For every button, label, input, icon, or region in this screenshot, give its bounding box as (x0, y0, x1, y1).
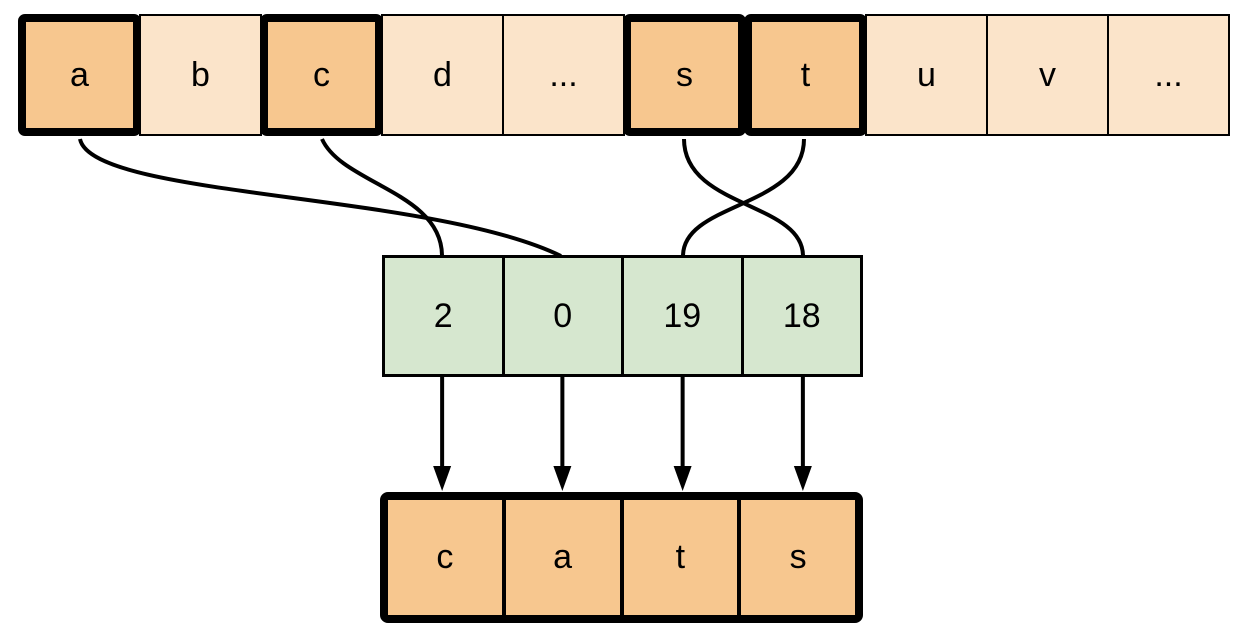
cell-label: s (789, 538, 807, 576)
cell-label: c (436, 538, 454, 576)
connector-c-to-2 (320, 138, 444, 257)
arrow-0-to-a (553, 377, 572, 491)
cell-label: 19 (663, 296, 702, 335)
arrowhead-icon (553, 466, 572, 491)
cell-label: ... (1154, 55, 1183, 94)
output-cell-a: a (501, 500, 620, 615)
connector-a-to-0 (78, 138, 562, 258)
cell-label: b (191, 55, 210, 94)
alphabet-cell-s: s (623, 14, 746, 136)
cell-label: t (800, 55, 811, 94)
cell-label: c (313, 55, 330, 94)
connector-t-to-19 (681, 138, 806, 257)
index-cell-2: 2 (385, 258, 502, 374)
index-cell-19: 19 (621, 258, 741, 374)
cell-label: t (675, 538, 686, 576)
cell-label: s (676, 55, 693, 94)
cell-label: a (70, 55, 89, 94)
alphabet-array: a b c d... s t u v... (18, 14, 1230, 136)
alphabet-cell-d: d (381, 14, 504, 136)
output-cell-s: s (737, 500, 855, 615)
alphabet-cell-u: u (865, 14, 988, 136)
cell-label: a (553, 538, 573, 576)
index-cell-0: 0 (501, 258, 621, 374)
alphabet-cell-ellipsis-4: ... (502, 14, 625, 136)
index-cell-18: 18 (740, 258, 860, 374)
cell-label: u (917, 55, 936, 94)
cell-label: 2 (433, 296, 453, 335)
arrow-19-to-t (673, 377, 692, 491)
cell-label: d (433, 55, 452, 94)
cell-label: ... (549, 55, 578, 94)
connector-s-to-18 (682, 138, 805, 257)
arrowhead-icon (793, 466, 812, 491)
arrow-2-to-c (433, 377, 452, 491)
alphabet-cell-b: b (139, 14, 262, 136)
output-cell-c: c (388, 500, 502, 615)
alphabet-cell-ellipsis-9: ... (1107, 14, 1230, 136)
alphabet-cell-a: a (18, 14, 141, 136)
arrow-18-to-s (793, 377, 812, 491)
cell-label: 0 (553, 296, 573, 335)
cell-label: v (1039, 55, 1056, 94)
alphabet-cell-v: v (986, 14, 1109, 136)
cell-label: 18 (782, 296, 821, 335)
arrowhead-icon (433, 466, 452, 491)
alphabet-cell-t: t (744, 14, 867, 136)
alphabet-cell-c: c (260, 14, 383, 136)
output-cell-t: t (619, 500, 738, 615)
arrowhead-icon (673, 466, 692, 491)
